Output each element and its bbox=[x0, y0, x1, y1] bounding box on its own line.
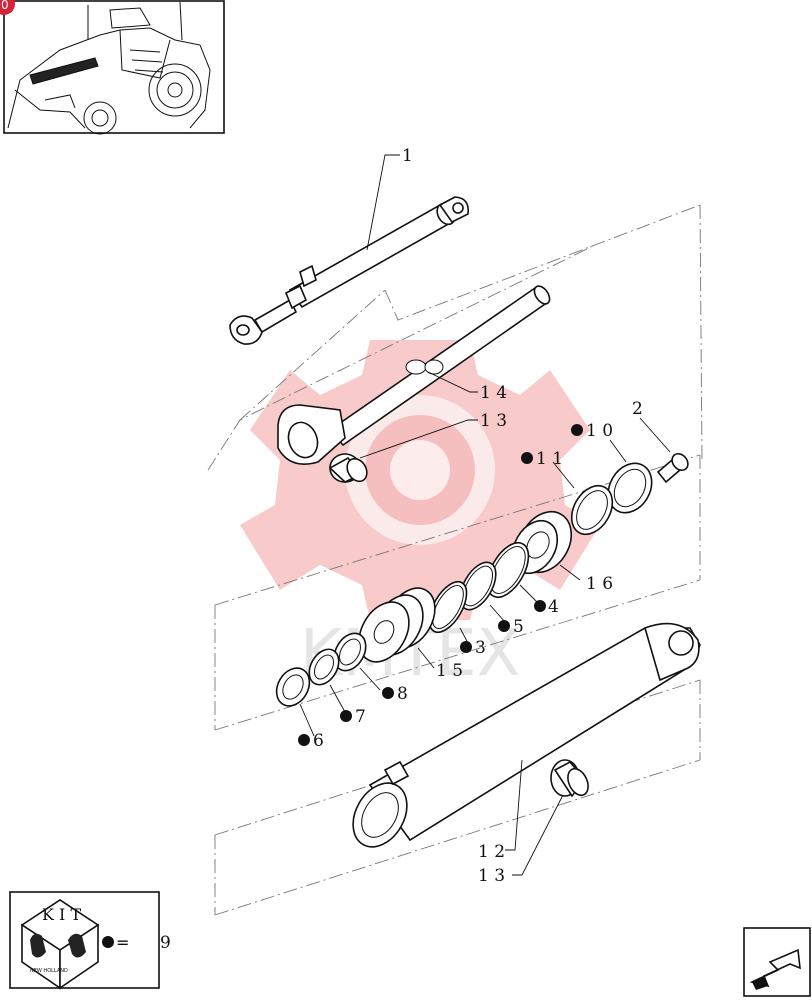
part-15-piston[interactable] bbox=[349, 579, 445, 670]
part-1-complete-cylinder[interactable] bbox=[229, 196, 470, 345]
part-8-ring[interactable] bbox=[328, 628, 372, 677]
kit-legend: NEW HOLLAND K I T = 9 bbox=[9, 891, 171, 990]
callout-4: 4 bbox=[548, 597, 559, 617]
callout-15: 1 5 bbox=[436, 661, 463, 681]
kit-dot-8 bbox=[382, 687, 394, 699]
page-badge bbox=[0, 0, 15, 15]
next-page-arrow-icon[interactable] bbox=[743, 927, 811, 997]
callout-13-upper: 1 3 bbox=[480, 411, 507, 431]
callout-11: 1 1 bbox=[536, 449, 563, 469]
kit-dot-3 bbox=[460, 641, 472, 653]
kit-dot-11 bbox=[521, 452, 533, 464]
kit-number: 9 bbox=[160, 933, 171, 953]
machine-thumbnail[interactable]: 0 bbox=[0, 0, 225, 135]
part-12-cylinder-barrel[interactable] bbox=[342, 622, 701, 857]
kit-dot-6 bbox=[298, 734, 310, 746]
callout-8: 8 bbox=[397, 684, 408, 704]
page-badge-text: 0 bbox=[1, 0, 9, 12]
callout-14: 1 4 bbox=[480, 383, 507, 403]
callout-2: 2 bbox=[632, 399, 643, 419]
callout-3: 3 bbox=[475, 638, 486, 658]
kit-box-icon: NEW HOLLAND bbox=[20, 899, 100, 990]
kit-dot-5 bbox=[498, 620, 510, 632]
part-4-o-ring[interactable] bbox=[479, 536, 537, 604]
kit-box-label: K I T bbox=[42, 905, 81, 924]
part-5-o-ring[interactable] bbox=[453, 556, 503, 615]
part-14-piston-rod[interactable] bbox=[277, 283, 553, 465]
part-11-wear-ring[interactable] bbox=[563, 478, 620, 541]
callout-5: 5 bbox=[513, 617, 524, 637]
callout-12: 1 2 bbox=[478, 842, 505, 862]
part-13-bushing-upper[interactable] bbox=[328, 453, 371, 485]
callout-7: 7 bbox=[355, 707, 366, 727]
callout-1: 1 bbox=[402, 146, 413, 166]
kit-dot-legend bbox=[102, 936, 114, 948]
kit-equals-sign: = bbox=[116, 933, 129, 952]
kit-dot-4 bbox=[534, 600, 546, 612]
part-13-bushing-lower[interactable] bbox=[550, 759, 592, 798]
kit-dot-7 bbox=[340, 710, 352, 722]
callout-labels: 1 2 1 4 1 3 1 0 1 1 1 6 4 5 3 1 5 8 7 6 … bbox=[298, 146, 643, 886]
kit-dot-10 bbox=[571, 424, 583, 436]
callout-6: 6 bbox=[313, 731, 324, 751]
part-10-seal-ring[interactable] bbox=[600, 455, 661, 520]
svg-text:NEW HOLLAND: NEW HOLLAND bbox=[30, 968, 68, 974]
part-3-o-ring[interactable] bbox=[422, 576, 474, 638]
part-7-ring[interactable] bbox=[303, 644, 345, 690]
leader-lines bbox=[299, 154, 671, 876]
callout-10: 1 0 bbox=[586, 421, 613, 441]
callout-13-lower: 1 3 bbox=[478, 866, 505, 886]
part-6-wiper-seal[interactable] bbox=[270, 662, 316, 712]
callout-16: 1 6 bbox=[586, 574, 613, 594]
part-2-bolt[interactable] bbox=[656, 451, 691, 484]
